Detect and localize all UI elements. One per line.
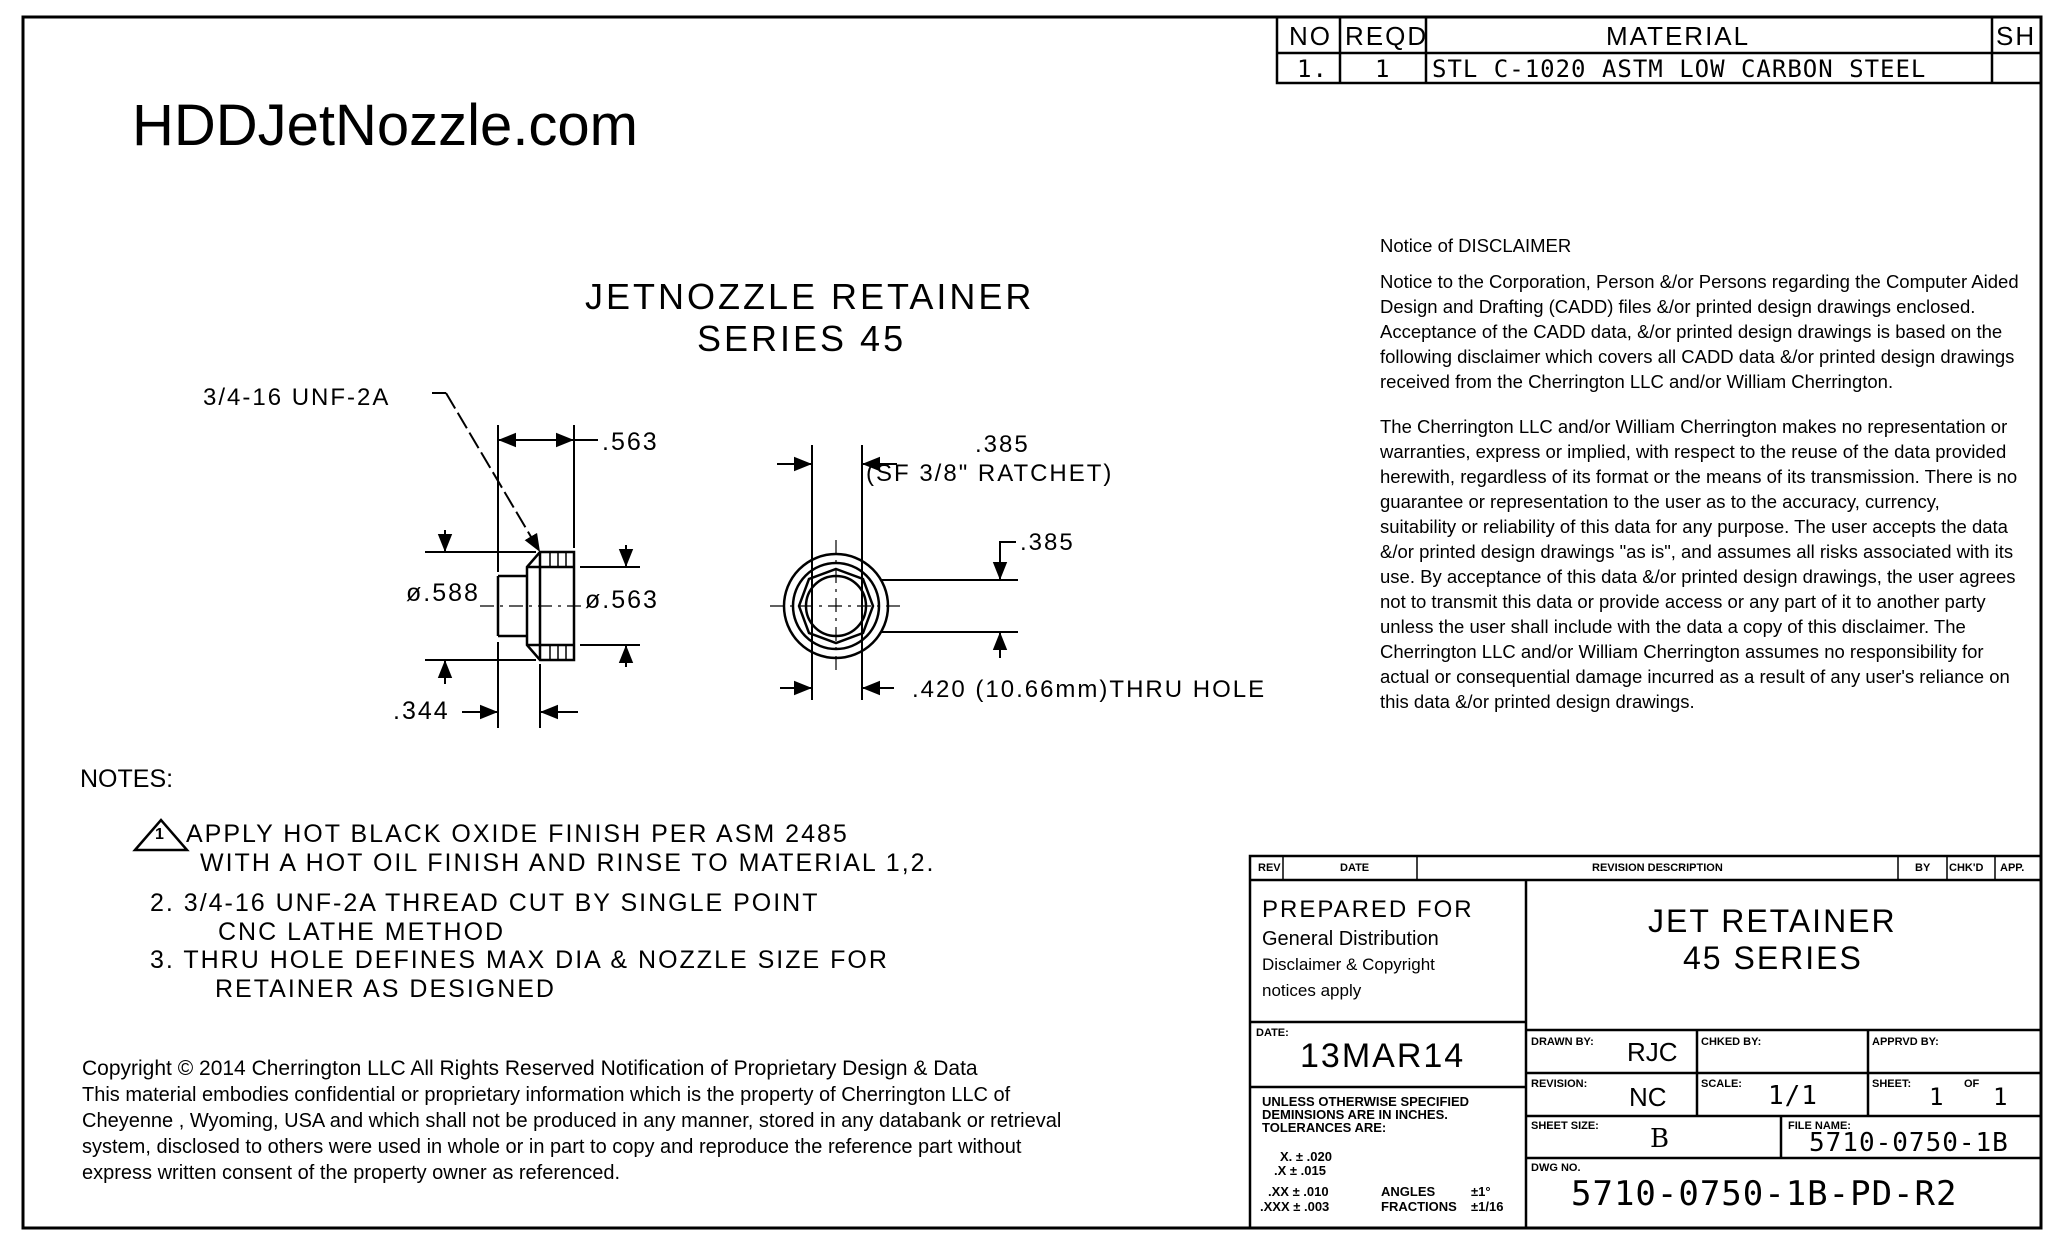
side-view	[480, 550, 592, 662]
date-value: 13MAR14	[1300, 1037, 1466, 1075]
disclaimer-paragraph-1: Notice to the Corporation, Person &/or P…	[1380, 271, 2019, 392]
revision-label: REVISION:	[1531, 1078, 1588, 1090]
ratchet-label: (SF 3/8" RATCHET)	[866, 460, 1114, 487]
dwg-no-value: 5710-0750-1B-PD-R2	[1571, 1174, 1958, 1214]
end-view-dimensions	[777, 445, 1018, 700]
note-flag-triangle	[132, 818, 190, 852]
thread-callout-label: 3/4-16 UNF-2A	[203, 384, 391, 411]
material-header-no: NO	[1289, 21, 1332, 51]
title-block-title-line2: 45 SERIES	[1683, 940, 1863, 976]
sheet-size-value: B	[1650, 1124, 1670, 1154]
chked-by-label: CHKED BY:	[1701, 1036, 1762, 1048]
file-name-label: FILE NAME:	[1788, 1120, 1851, 1132]
material-row-material: STL C-1020 ASTM LOW CARBON STEEL	[1432, 55, 1927, 83]
note1-line1: APPLY HOT BLACK OXIDE FINISH PER ASM 248…	[186, 820, 849, 848]
disclaimer-body: Notice to the Corporation, Person &/or P…	[1380, 269, 2020, 734]
date-label: DATE:	[1256, 1027, 1289, 1039]
tolerance-line3: TOLERANCES ARE:	[1262, 1120, 1387, 1135]
tolerance-line1: UNLESS OTHERWISE SPECIFIED	[1262, 1094, 1470, 1109]
disclaimer-paragraph-2: The Cherrington LLC and/or William Cherr…	[1380, 416, 2018, 712]
material-row-reqd: 1	[1375, 55, 1391, 83]
title-block-title-line1: JET RETAINER	[1648, 903, 1897, 939]
note2-line1: 2. 3/4-16 UNF-2A THREAD CUT BY SINGLE PO…	[150, 889, 820, 917]
dim-dia-588-label: ø.588	[406, 579, 480, 607]
revision-value: NC	[1629, 1082, 1667, 1112]
scale-label: SCALE:	[1701, 1078, 1742, 1090]
dim-563-top-label: .563	[602, 428, 659, 456]
apprvd-by-label: APPRVD BY:	[1872, 1036, 1939, 1048]
drawing-title-line1: JETNOZZLE RETAINER	[585, 276, 1035, 317]
copyright-line5: express written consent of the property …	[82, 1162, 621, 1184]
sheet-value: 1	[1929, 1083, 1945, 1111]
app-header: APP.	[2000, 862, 2025, 874]
dwg-no-label: DWG NO.	[1531, 1162, 1581, 1174]
sheet-total: 1	[1993, 1083, 2009, 1111]
note1-flag-number: 1	[155, 826, 164, 843]
dim-dia-563-label: ø.563	[585, 586, 659, 614]
site-title: HDDJetNozzle.com	[132, 93, 638, 158]
thru-hole-label: .420 (10.66mm)THRU HOLE	[912, 676, 1267, 703]
prepared-for-line2: Disclaimer & Copyright	[1262, 955, 1435, 974]
sheet-border	[21, 15, 2043, 1230]
rev-header: REV	[1258, 862, 1281, 874]
material-block-lines	[1275, 15, 2043, 85]
fractions-value: ±1/16	[1471, 1199, 1504, 1214]
note2-line2: CNC LATHE METHOD	[218, 918, 506, 946]
sheet-of-label: OF	[1964, 1078, 1980, 1090]
copyright-line2: This material embodies confidential or p…	[82, 1084, 1011, 1106]
drawing-title-line2: SERIES 45	[697, 318, 907, 359]
end-view	[770, 540, 902, 672]
note3-line1: 3. THRU HOLE DEFINES MAX DIA & NOZZLE SI…	[150, 946, 889, 974]
disclaimer-heading: Notice of DISCLAIMER	[1380, 235, 1572, 256]
title-block-lines	[1248, 854, 2043, 1230]
dim-385-top-label: .385	[975, 431, 1030, 458]
date-header: DATE	[1340, 862, 1370, 874]
material-header-sh: SH	[1996, 21, 2037, 51]
side-view-dimensions	[425, 392, 640, 728]
prepared-for-line1: General Distribution	[1262, 928, 1439, 950]
material-header-material: MATERIAL	[1606, 21, 1751, 51]
note3-line2: RETAINER AS DESIGNED	[215, 975, 556, 1003]
tolerance-x: X. ± .020	[1280, 1149, 1332, 1164]
dim-344-label: .344	[393, 697, 450, 725]
by-header: BY	[1915, 862, 1931, 874]
sheet-label: SHEET:	[1872, 1078, 1912, 1090]
prepared-for-label: PREPARED FOR	[1262, 896, 1474, 923]
copyright-line3: Cheyenne , Wyoming, USA and which shall …	[82, 1110, 1062, 1132]
material-header-reqd: REQD	[1345, 21, 1429, 51]
scale-value: 1/1	[1768, 1081, 1818, 1111]
chkd-header: CHK'D	[1949, 862, 1984, 874]
file-name-value: 5710-0750-1B	[1809, 1128, 2009, 1158]
angles-label: ANGLES	[1381, 1184, 1436, 1199]
notes-heading: NOTES:	[80, 765, 174, 793]
sheet-size-label: SHEET SIZE:	[1531, 1120, 1599, 1132]
copyright-line4: system, disclosed to others were used in…	[82, 1136, 1022, 1158]
angles-value: ±1°	[1471, 1184, 1491, 1199]
tolerance-xx: .X ± .015	[1274, 1163, 1326, 1178]
note1-line2: WITH A HOT OIL FINISH AND RINSE TO MATER…	[200, 849, 936, 877]
copyright-line1: Copyright © 2014 Cherrington LLC All Rig…	[82, 1057, 978, 1080]
prepared-for-line3: notices apply	[1262, 981, 1362, 1000]
tolerance-xxxx: .XXX ± .003	[1260, 1199, 1330, 1214]
tolerance-xxx: .XX ± .010	[1268, 1184, 1329, 1199]
tolerance-line2: DEMINSIONS ARE IN INCHES.	[1262, 1107, 1448, 1122]
drawn-by-value: RJC	[1627, 1037, 1678, 1067]
revision-description-header: REVISION DESCRIPTION	[1592, 862, 1723, 874]
drawn-by-label: DRAWN BY:	[1531, 1036, 1594, 1048]
material-row-no: 1.	[1297, 55, 1328, 83]
fractions-label: FRACTIONS	[1381, 1199, 1457, 1214]
dim-385-side-label: .385	[1020, 529, 1075, 556]
